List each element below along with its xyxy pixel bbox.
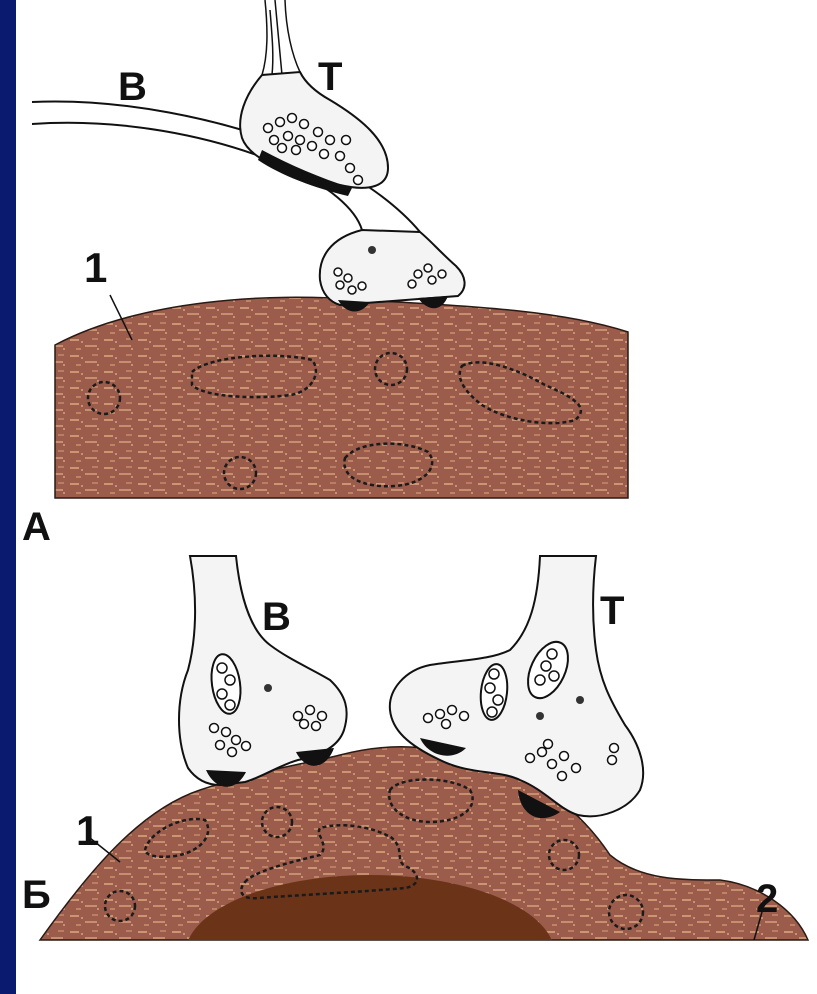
label-panel-a: А — [22, 505, 51, 549]
dense-core-vesicle-top — [368, 246, 376, 254]
label-axon-b-bottom: В — [262, 595, 291, 639]
label-axon-t-bottom: Т — [600, 589, 624, 633]
dense-core-vesicle-b-bottom — [264, 684, 272, 692]
label-axon-b-top: В — [118, 65, 147, 109]
label-cell-2-bottom: 2 — [756, 877, 778, 921]
dense-core-vesicle-t-bottom-1 — [576, 696, 584, 704]
label-cell-1-top: 1 — [84, 244, 107, 291]
cell-body-top — [55, 297, 628, 498]
dense-core-vesicle-t-bottom-2 — [536, 712, 544, 720]
label-cell-1-bottom: 1 — [76, 807, 99, 854]
label-axon-t-top: Т — [318, 55, 342, 99]
label-panel-b: Б — [22, 873, 51, 917]
